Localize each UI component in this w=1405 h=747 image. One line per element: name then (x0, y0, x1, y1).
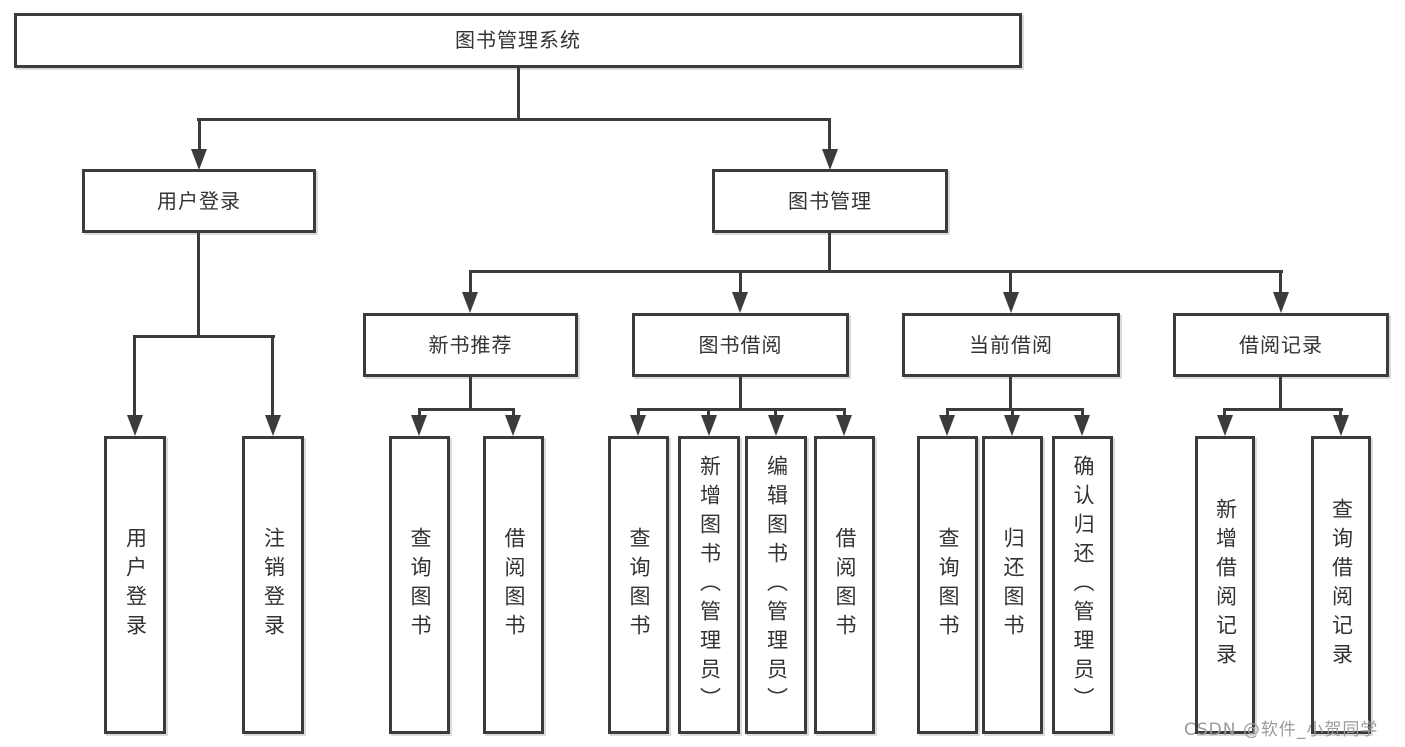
arrow-down-icon (768, 415, 784, 436)
arrow-down-icon (411, 415, 427, 436)
arrow-down-icon (191, 149, 207, 170)
arrow-down-icon (1273, 292, 1289, 313)
leaf-query-book-borrow: 查询图书 (608, 436, 669, 734)
connector-line (946, 408, 1084, 411)
connector-line (774, 408, 777, 416)
connector-line (197, 118, 831, 121)
leaf-add-book-admin: 新增图书（管理员） (678, 436, 740, 734)
connector-line (1081, 408, 1084, 416)
arrow-down-icon (265, 415, 281, 436)
connector-line (469, 270, 1283, 273)
connector-line (1009, 377, 1012, 408)
leaf-query-borrow-record: 查询借阅记录 (1311, 436, 1371, 734)
connector-line (133, 335, 275, 338)
leaf-logout: 注销登录 (242, 436, 304, 734)
connector-line (418, 408, 421, 416)
connector-line (1223, 408, 1226, 416)
connector-line (512, 408, 515, 416)
node-borrow-record: 借阅记录 (1173, 313, 1389, 377)
leaf-query-book-recommend: 查询图书 (389, 436, 450, 734)
arrow-down-icon (1217, 415, 1233, 436)
arrow-down-icon (939, 415, 955, 436)
leaf-confirm-return-admin: 确认归还（管理员） (1052, 436, 1113, 734)
arrow-down-icon (732, 292, 748, 313)
node-root-system: 图书管理系统 (14, 13, 1022, 68)
leaf-borrow-book-borrow: 借阅图书 (814, 436, 875, 734)
connector-line (418, 408, 515, 411)
connector-line (843, 408, 846, 416)
leaf-user-login: 用户登录 (104, 436, 166, 734)
arrow-down-icon (462, 292, 478, 313)
connector-line (828, 233, 831, 270)
arrow-down-icon (127, 415, 143, 436)
node-new-book-recommend: 新书推荐 (363, 313, 578, 377)
arrow-down-icon (1074, 415, 1090, 436)
node-user-login-branch: 用户登录 (82, 169, 316, 233)
connector-line (637, 408, 640, 416)
connector-line (1223, 408, 1343, 411)
arrow-down-icon (1004, 415, 1020, 436)
arrow-down-icon (505, 415, 521, 436)
leaf-return-book: 归还图书 (982, 436, 1043, 734)
connector-line (469, 377, 472, 408)
arrow-down-icon (1333, 415, 1349, 436)
arrow-down-icon (1003, 292, 1019, 313)
connector-line (828, 118, 831, 151)
connector-line (1009, 270, 1012, 294)
connector-line (197, 233, 200, 335)
arrow-down-icon (836, 415, 852, 436)
connector-line (133, 335, 136, 416)
leaf-edit-book-admin: 编辑图书（管理员） (745, 436, 807, 734)
connector-line (271, 335, 274, 416)
connector-line (739, 377, 742, 408)
connector-line (637, 408, 846, 411)
leaf-borrow-book-recommend: 借阅图书 (483, 436, 544, 734)
connector-line (739, 270, 742, 294)
arrow-down-icon (630, 415, 646, 436)
arrow-down-icon (701, 415, 717, 436)
leaf-add-borrow-record: 新增借阅记录 (1195, 436, 1255, 734)
node-book-borrow: 图书借阅 (632, 313, 849, 377)
csdn-watermark: CSDN @软件_小贺同学 (1184, 720, 1379, 740)
leaf-query-book-current: 查询图书 (917, 436, 978, 734)
connector-line (946, 408, 949, 416)
connector-line (198, 118, 201, 151)
connector-line (1279, 270, 1282, 294)
node-current-borrow: 当前借阅 (902, 313, 1120, 377)
connector-line (1339, 408, 1342, 416)
connector-line (469, 270, 472, 294)
connector-line (1011, 408, 1014, 416)
node-book-management: 图书管理 (712, 169, 948, 233)
connector-line (1279, 377, 1282, 408)
connector-line (707, 408, 710, 416)
arrow-down-icon (822, 149, 838, 170)
connector-line (517, 68, 520, 118)
